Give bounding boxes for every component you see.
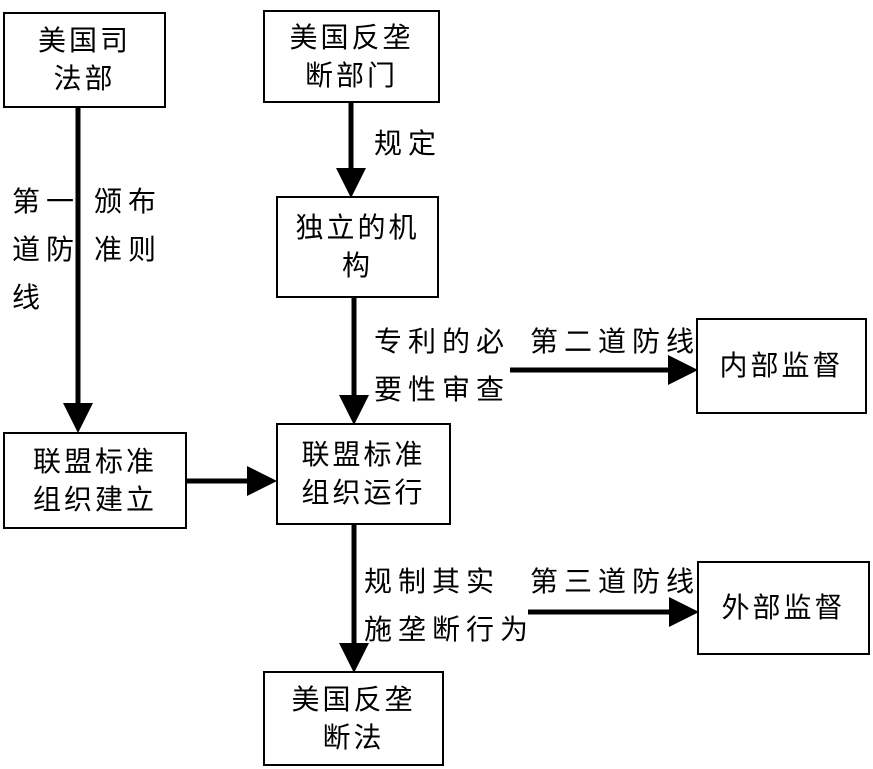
label-patent-necessity-review: 专利的必 要性审查: [374, 325, 511, 406]
node-antitrust-law: 美国反垄 断法: [263, 671, 444, 766]
node-antitrust-law-label: 美国反垄 断法: [291, 682, 416, 754]
node-external-supervision: 外部监督: [697, 561, 870, 655]
node-antitrust-dept-label: 美国反垄 断部门: [289, 20, 414, 92]
label-regulate-monopolistic-conduct: 规制其实 施垄断行为: [364, 565, 535, 646]
node-sso-establish: 联盟标准 组织建立: [3, 432, 187, 529]
node-doj: 美国司 法部: [3, 12, 166, 108]
label-first-line-of-defense: 第一 道防 线: [12, 185, 81, 314]
label-stipulate: 规定: [374, 127, 443, 160]
node-independent-agency-label: 独立的机 构: [295, 211, 420, 282]
label-issue-rules: 颁布 准则: [94, 185, 163, 266]
node-sso-establish-label: 联盟标准 组织建立: [32, 444, 157, 516]
node-internal-supervision-label: 内部监督: [719, 349, 844, 382]
label-second-line-of-defense: 第二道防线: [530, 325, 701, 358]
node-external-supervision-label: 外部监督: [721, 591, 846, 624]
node-doj-label: 美国司 法部: [37, 24, 131, 95]
node-sso-operate-label: 联盟标准 组织运行: [301, 438, 426, 509]
node-internal-supervision: 内部监督: [696, 318, 867, 414]
node-independent-agency: 独立的机 构: [276, 196, 439, 298]
node-sso-operate: 联盟标准 组织运行: [276, 423, 451, 525]
label-third-line-of-defense: 第三道防线: [530, 565, 701, 598]
node-antitrust-dept: 美国反垄 断部门: [263, 10, 440, 103]
